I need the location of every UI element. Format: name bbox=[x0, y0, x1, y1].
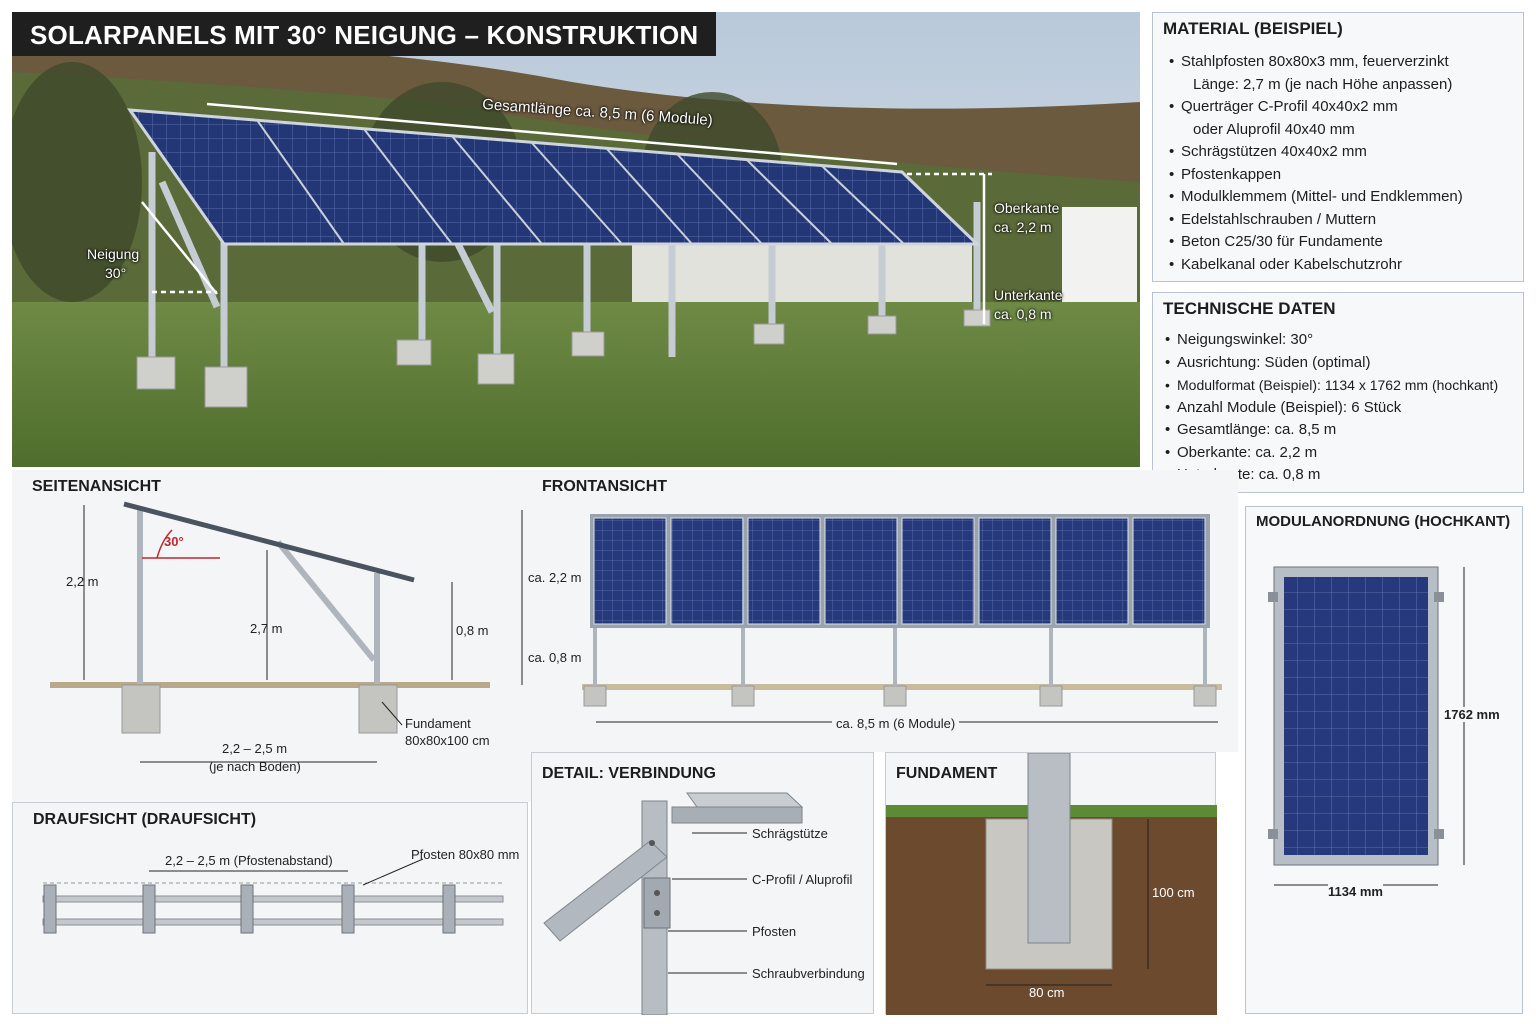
top-view: DRAUFSICHT (DRAUFSICHT) 2,2 – 2,5 m (Pfo… bbox=[12, 802, 528, 1014]
side-foundation: Fundament bbox=[405, 716, 471, 731]
front-module bbox=[1132, 517, 1206, 625]
front-module bbox=[1055, 517, 1129, 625]
detail-brace: Schrägstütze bbox=[752, 826, 828, 841]
detail-post: Pfosten bbox=[752, 924, 797, 939]
front-module bbox=[824, 517, 898, 625]
tech-item: Ausrichtung: Süden (optimal) bbox=[1165, 352, 1498, 375]
tech-item: Modulformat (Beispiel): 1134 x 1762 mm (… bbox=[1165, 374, 1498, 397]
photo-illustration bbox=[12, 12, 1140, 467]
top-title: DRAUFSICHT (DRAUFSICHT) bbox=[33, 811, 257, 828]
module-title: MODULANORDNUNG (HOCHKANT) bbox=[1256, 513, 1511, 530]
module-height: 1762 mm bbox=[1444, 707, 1500, 722]
detail-bolt: Schraubverbindung bbox=[752, 966, 865, 981]
front-dimension bbox=[521, 510, 523, 685]
front-module bbox=[747, 517, 821, 625]
module-width: 1134 mm bbox=[1328, 884, 1383, 899]
side-angle: 30° bbox=[164, 534, 184, 549]
material-item: Schrägstützen 40x40x2 mm bbox=[1169, 141, 1463, 164]
fundament-view: FUNDAMENT 100 cm 80 cm bbox=[885, 752, 1217, 1015]
fundament-drawing bbox=[886, 753, 1217, 1015]
material-item: Pfostenkappen bbox=[1169, 164, 1463, 187]
top-post: Pfosten 80x80 mm bbox=[411, 847, 520, 862]
front-drawing bbox=[582, 514, 1222, 723]
top-edge-value: ca. 2,2 m bbox=[994, 219, 1052, 235]
fundament-width: 80 cm bbox=[1029, 985, 1065, 1000]
front-module bbox=[670, 517, 744, 625]
tilt-label: Neigung bbox=[87, 246, 140, 262]
bottom-edge-label: Unterkante bbox=[994, 287, 1063, 303]
tech-panel: TECHNISCHE DATEN Neigungswinkel: 30° Aus… bbox=[1152, 292, 1524, 493]
tech-item: Oberkante: ca. 2,2 m bbox=[1165, 442, 1498, 465]
side-title: SEITENANSICHT bbox=[32, 478, 161, 495]
detail-title: DETAIL: VERBINDUNG bbox=[542, 765, 716, 782]
detail-profile: C-Profil / Aluprofil bbox=[752, 872, 853, 887]
detail-view: DETAIL: VERBINDUNG Schrägstütze C-Profil… bbox=[531, 752, 874, 1015]
material-item: Edelstahlschrauben / Muttern bbox=[1169, 209, 1463, 232]
bottom-edge-value: ca. 0,8 m bbox=[994, 306, 1052, 322]
tech-list: Neigungswinkel: 30° Ausrichtung: Süden (… bbox=[1165, 329, 1498, 487]
front-module bbox=[901, 517, 975, 625]
side-drawing bbox=[50, 501, 490, 763]
material-panel: MATERIAL (BEISPIEL) Stahlpfosten 80x80x3… bbox=[1152, 12, 1524, 282]
tech-title: TECHNISCHE DATEN bbox=[1163, 299, 1336, 318]
material-list: Stahlpfosten 80x80x3 mm, feuerverzinkt L… bbox=[1169, 51, 1463, 276]
tech-item: Neigungswinkel: 30° bbox=[1165, 329, 1498, 352]
fundament-depth: 100 cm bbox=[1152, 885, 1195, 900]
page-title: SOLARPANELS MIT 30° NEIGUNG – KONSTRUKTI… bbox=[12, 12, 717, 56]
tilt-value: 30° bbox=[105, 265, 127, 281]
front-view: FRONTANSICHT ca. 2,2 m ca. 0,8 m ca. 8,5… bbox=[521, 470, 1238, 752]
side-spacing: 2,2 – 2,5 m bbox=[222, 741, 288, 756]
front-h-bottom: ca. 0,8 m bbox=[528, 650, 582, 665]
side-view: SEITENANSICHT 30° 2,2 m 2,7 m 0,8 m Fund… bbox=[12, 470, 532, 802]
tech-item: Anzahl Module (Beispiel): 6 Stück bbox=[1165, 397, 1498, 420]
top-edge-label: Oberkante bbox=[994, 200, 1060, 216]
material-item: Kabelkanal oder Kabelschutzrohr bbox=[1169, 254, 1463, 277]
side-h3: 0,8 m bbox=[456, 623, 489, 638]
side-spacing-note: (je nach Boden) bbox=[209, 759, 301, 774]
side-foundation-size: 80x80x100 cm bbox=[405, 733, 490, 748]
material-item: Stahlpfosten 80x80x3 mm, feuerverzinkt bbox=[1169, 51, 1463, 74]
front-module bbox=[978, 517, 1052, 625]
front-length: ca. 8,5 m (6 Module) bbox=[832, 716, 960, 731]
top-drawing bbox=[42, 858, 504, 934]
material-item: Querträger C-Profil 40x40x2 mm bbox=[1169, 96, 1463, 119]
detail-drawing bbox=[543, 792, 804, 1015]
top-spacing: 2,2 – 2,5 m (Pfostenabstand) bbox=[165, 853, 333, 868]
module-drawing bbox=[1268, 566, 1465, 886]
installation-photo: Gesamtlänge ca. 8,5 m (6 Module) Neigung… bbox=[12, 12, 1140, 467]
module-panel: MODULANORDNUNG (HOCHKANT) 1762 mm 1134 m… bbox=[1245, 506, 1523, 1014]
material-item: Beton C25/30 für Fundamente bbox=[1169, 231, 1463, 254]
material-item: Länge: 2,7 m (je nach Höhe anpassen) bbox=[1193, 75, 1453, 93]
fundament-title: FUNDAMENT bbox=[896, 765, 998, 782]
front-module bbox=[593, 517, 667, 625]
side-h2: 2,7 m bbox=[250, 621, 283, 636]
front-h-top: ca. 2,2 m bbox=[528, 570, 582, 585]
side-h1: 2,2 m bbox=[66, 574, 99, 589]
material-title: MATERIAL (BEISPIEL) bbox=[1163, 19, 1343, 38]
front-title: FRONTANSICHT bbox=[542, 478, 668, 495]
tech-item: Gesamtlänge: ca. 8,5 m bbox=[1165, 419, 1498, 442]
material-item: oder Aluprofil 40x40 mm bbox=[1193, 120, 1355, 138]
material-item: Modulklemmem (Mittel- und Endklemmen) bbox=[1169, 186, 1463, 209]
